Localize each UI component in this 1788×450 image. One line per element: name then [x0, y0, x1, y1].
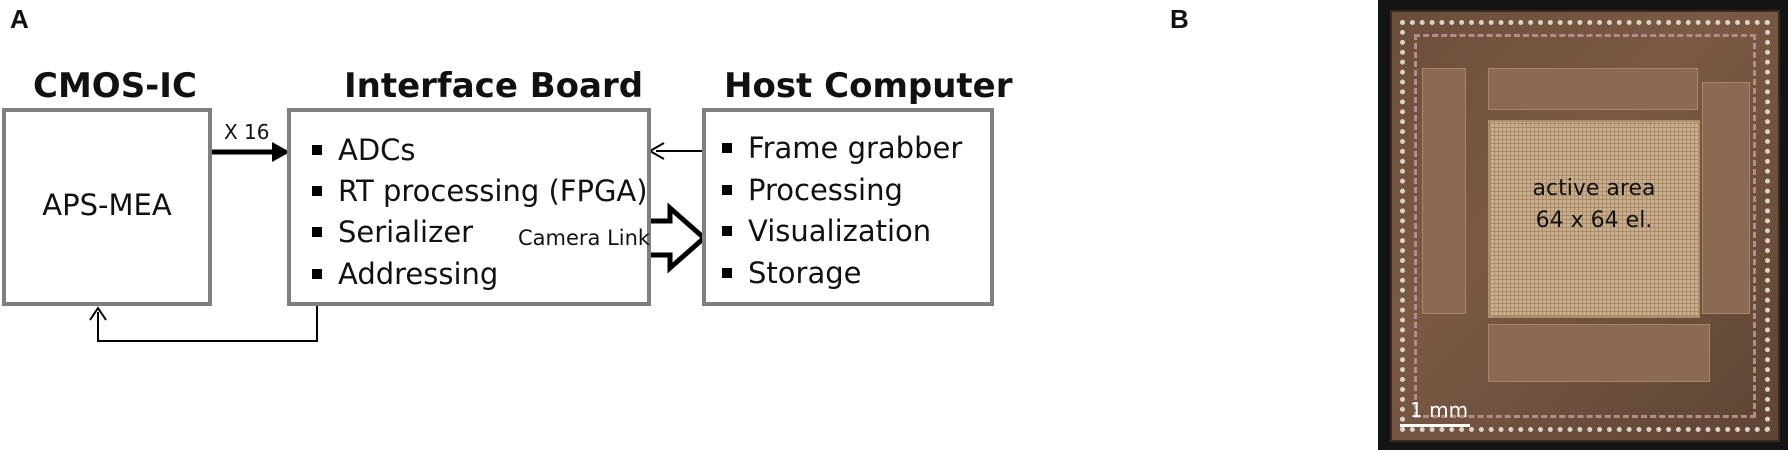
- chip-die: active area 64 x 64 el.: [1390, 10, 1780, 442]
- scale-bar-label: 1 mm: [1410, 398, 1469, 422]
- left-circuit-block: [1422, 68, 1466, 314]
- host-item-storage: Storage: [722, 256, 861, 290]
- aps-mea-label: APS-MEA: [42, 188, 172, 222]
- x16-arrow-head: [272, 142, 290, 162]
- bullet-icon: [312, 186, 322, 196]
- active-area-size: 64 x 64 el.: [1535, 208, 1653, 233]
- cmos-ic-box: APS-MEA: [2, 108, 212, 306]
- top-circuit-block: [1488, 68, 1698, 110]
- host-computer-title: Host Computer: [724, 66, 1013, 106]
- host-item-frame-grabber: Frame grabber: [722, 131, 962, 165]
- right-circuit-block: [1702, 82, 1750, 314]
- bullet-icon: [312, 227, 322, 237]
- interface-item-addressing: Addressing: [312, 257, 498, 291]
- bullet-icon: [312, 145, 322, 155]
- active-area-label: active area: [1532, 176, 1656, 201]
- scale-bar: [1400, 424, 1470, 427]
- chip-die-photo: active area 64 x 64 el. 1 mm: [1378, 0, 1788, 450]
- host-item-processing: Processing: [722, 173, 903, 207]
- cmos-ic-title: CMOS-IC: [33, 66, 197, 106]
- interface-item-serializer: Serializer: [312, 215, 473, 249]
- bond-pad-ring: [1400, 20, 1770, 432]
- bullet-icon: [312, 269, 322, 279]
- bullet-icon: [722, 268, 732, 278]
- bullet-icon: [722, 185, 732, 195]
- interface-item-adcs: ADCs: [312, 133, 416, 167]
- interface-board-title: Interface Board: [344, 66, 644, 106]
- panel-b-label: B: [1170, 4, 1189, 34]
- interface-board-box: [287, 108, 651, 306]
- host-computer-box: [702, 108, 994, 306]
- addressing-feedback-line: [97, 276, 318, 342]
- camera-link-label: Camera Link: [518, 226, 651, 250]
- interface-item-rt-processing: RT processing (FPGA): [312, 174, 648, 208]
- bullet-icon: [722, 226, 732, 236]
- panel-a-label: A: [10, 4, 29, 34]
- x16-label: X 16: [224, 120, 270, 144]
- host-item-visualization: Visualization: [722, 214, 931, 248]
- bullet-icon: [722, 143, 732, 153]
- inner-pad-ring: [1414, 34, 1756, 418]
- active-area: active area 64 x 64 el.: [1488, 120, 1700, 318]
- addressing-feedback-head: [89, 306, 107, 321]
- bottom-circuit-block: [1488, 324, 1710, 382]
